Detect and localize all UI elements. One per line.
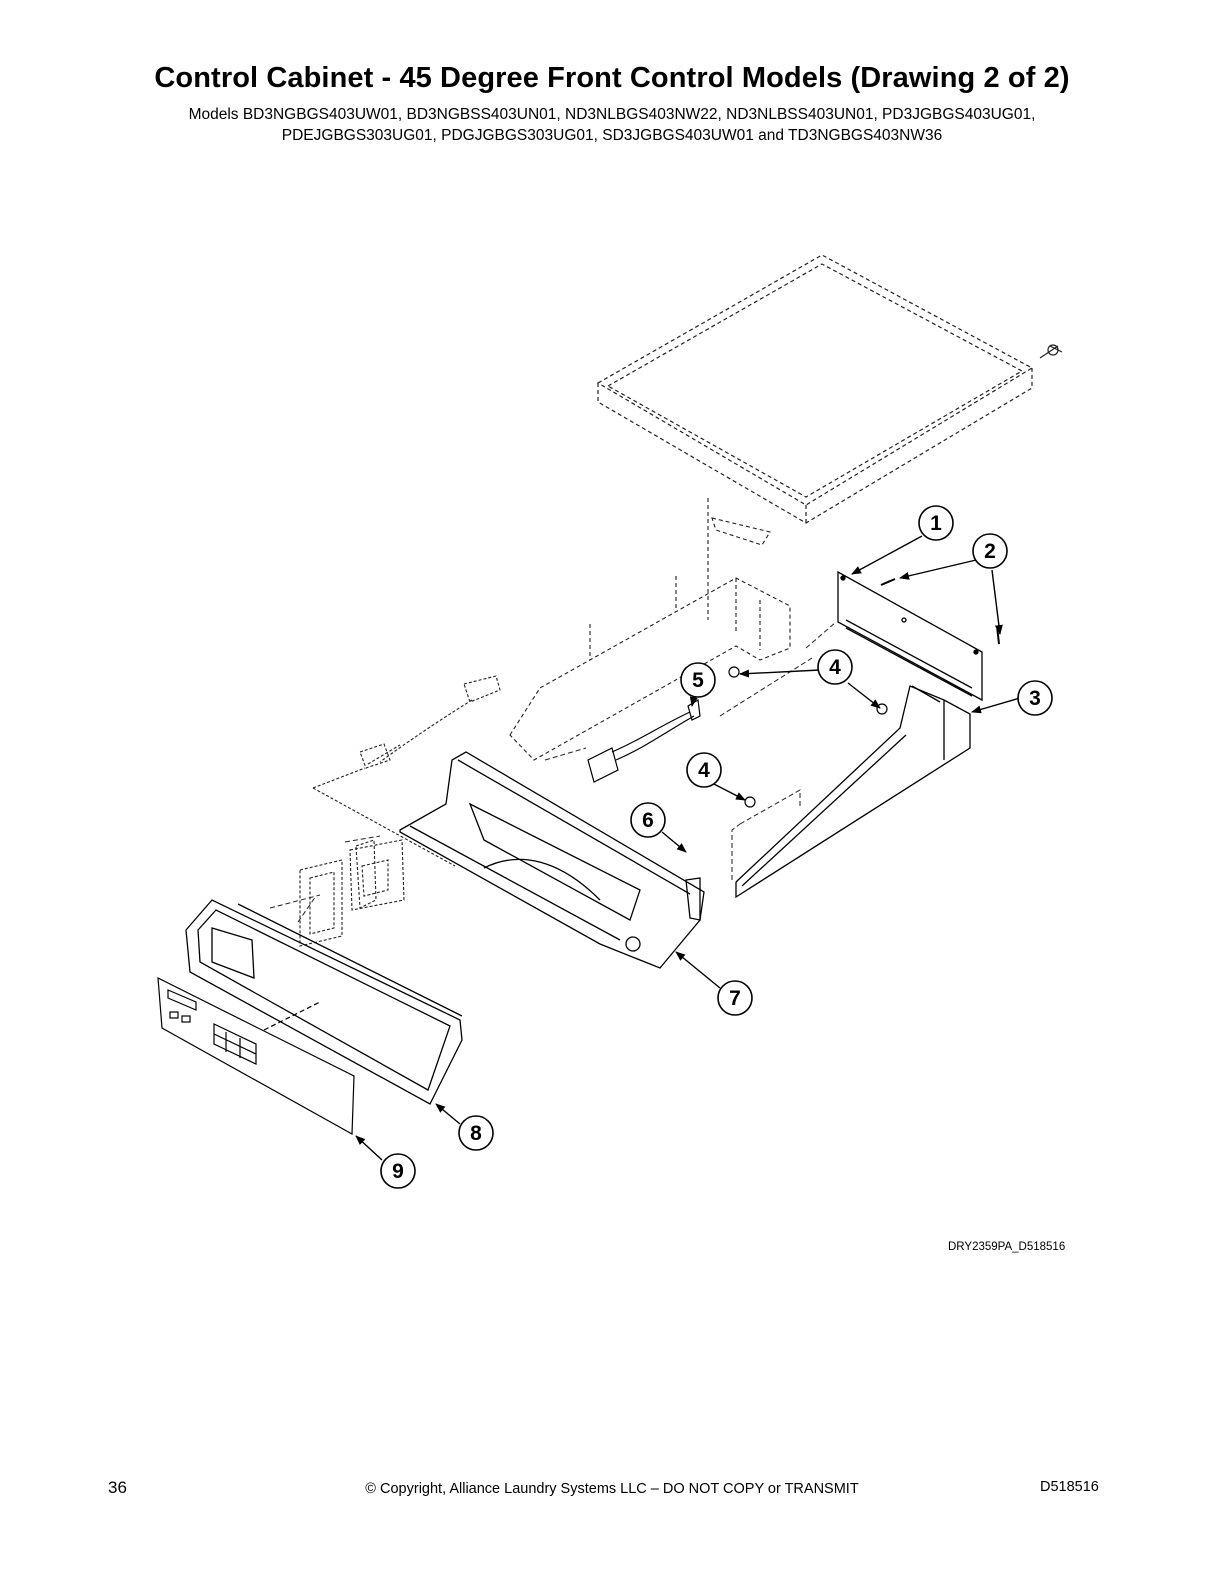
- callout-9: 9: [380, 1153, 416, 1189]
- callout-5-label: 5: [692, 669, 704, 692]
- drawing-id: DRY2359PA_D518516: [948, 1241, 1066, 1253]
- nut-part: [728, 666, 888, 808]
- callout-2-label: 2: [984, 540, 996, 563]
- callout-7: 7: [717, 980, 753, 1016]
- top-cover-part: [596, 254, 1063, 524]
- document-number: D518516: [1040, 1479, 1099, 1495]
- wire-harness-part: [312, 675, 501, 867]
- keypad-overlay-part: [157, 976, 355, 1136]
- rear-bracket-part: [509, 498, 791, 761]
- callout-5: 5: [680, 662, 716, 698]
- callout-3-label: 3: [1029, 687, 1041, 710]
- callout-4b: 4: [686, 752, 722, 788]
- callout-1: 1: [918, 505, 954, 541]
- callout-3: 3: [1017, 680, 1053, 716]
- page-title: Control Cabinet - 45 Degree Front Contro…: [154, 62, 1070, 94]
- callout-1-label: 1: [930, 512, 942, 535]
- control-housing-part: [185, 899, 463, 1105]
- back-panel-part: [837, 570, 983, 702]
- base-rail-part: [735, 685, 971, 899]
- models-line-2: PDEJGBGS303UG01, PDGJGBGS303UG01, SD3JGB…: [281, 127, 943, 144]
- callout-4b-label: 4: [698, 759, 710, 782]
- assembly-guide-lines: [269, 621, 837, 923]
- callout-7-label: 7: [729, 987, 741, 1010]
- callout-4a: 4: [817, 649, 853, 685]
- callout-6-label: 6: [642, 809, 654, 832]
- models-list: Models BD3NGBGS403UW01, BD3NGBSS403UN01,…: [0, 104, 1224, 146]
- page-number: 36: [108, 1478, 127, 1497]
- callout-6: 6: [630, 802, 666, 838]
- circuit-board-part: [299, 839, 405, 947]
- copyright-notice: © Copyright, Alliance Laundry Systems LL…: [365, 1481, 859, 1497]
- control-tray-part: [399, 751, 705, 969]
- connector-cable-part: [587, 699, 701, 783]
- callout-4a-label: 4: [829, 656, 841, 679]
- callout-8: 8: [458, 1115, 494, 1151]
- callout-8-label: 8: [470, 1122, 482, 1145]
- callout-leaders: [355, 535, 1021, 1161]
- screw-part: [880, 578, 1000, 645]
- callout-2: 2: [972, 533, 1008, 569]
- callout-9-label: 9: [392, 1160, 404, 1183]
- models-line-1: Models BD3NGBGS403UW01, BD3NGBSS403UN01,…: [188, 106, 1036, 123]
